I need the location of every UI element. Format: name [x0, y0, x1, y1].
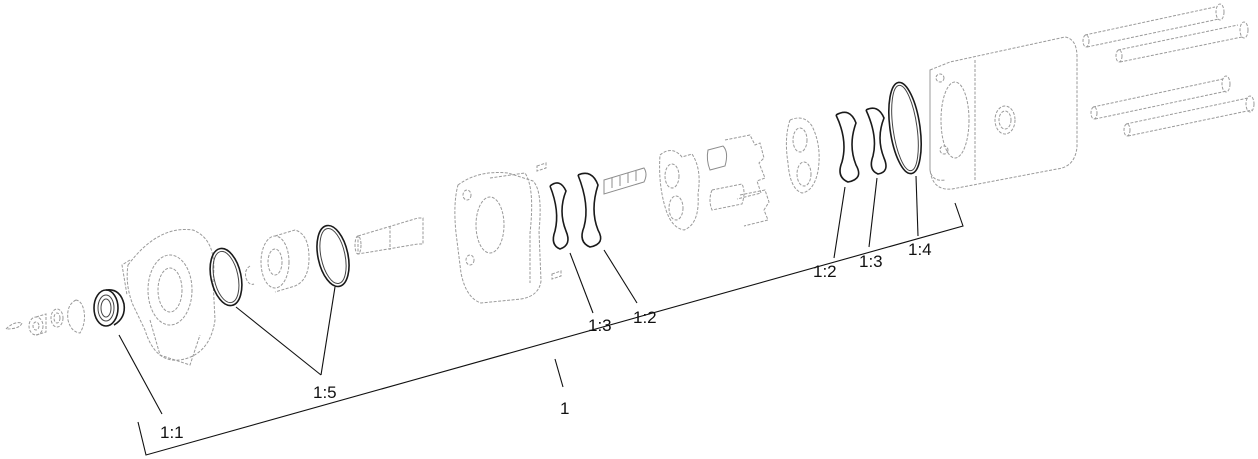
seal-ring-front-part: [549, 182, 569, 250]
bolts-part: [1082, 3, 1255, 137]
drive-shaft-part: [354, 217, 424, 255]
dowel-pins-part: [536, 162, 562, 280]
washer-part: [50, 308, 64, 328]
rear-housing-part: [929, 36, 1078, 190]
nut-part: [28, 313, 47, 336]
gear-pair-part: [706, 134, 770, 227]
bushing-block-rear-part: [785, 117, 820, 194]
bearing-part: [260, 229, 310, 293]
o-ring-front-part: [209, 247, 243, 307]
callout-1-1: 1:1: [160, 423, 184, 442]
callout-1-2-rear: 1:2: [813, 262, 837, 281]
callout-1-5: 1:5: [313, 383, 337, 402]
front-cover-part: [121, 228, 216, 366]
front-body-part: [454, 172, 542, 304]
key-part: [4, 322, 23, 330]
bushing-block-front-part: [659, 150, 700, 231]
snap-ring-part: [245, 265, 255, 285]
callout-assembly: 1: [560, 399, 570, 418]
callout-1-2-front: 1:2: [633, 308, 657, 327]
o-ring-rear-part: [316, 224, 350, 288]
leader-lines: [118, 175, 964, 456]
backup-ring-front-part: [577, 172, 602, 248]
splined-shaft-part: [603, 167, 647, 195]
shaft-seal-part: [93, 288, 126, 327]
seal-ring-rear-part: [865, 107, 887, 175]
circlip-part: [67, 299, 85, 334]
body-o-ring-part: [888, 81, 922, 175]
callout-1-3-front: 1:3: [588, 316, 612, 335]
callout-1-4: 1:4: [908, 240, 932, 259]
backup-ring-rear-part: [835, 111, 860, 183]
callout-1-3-rear: 1:3: [859, 252, 883, 271]
